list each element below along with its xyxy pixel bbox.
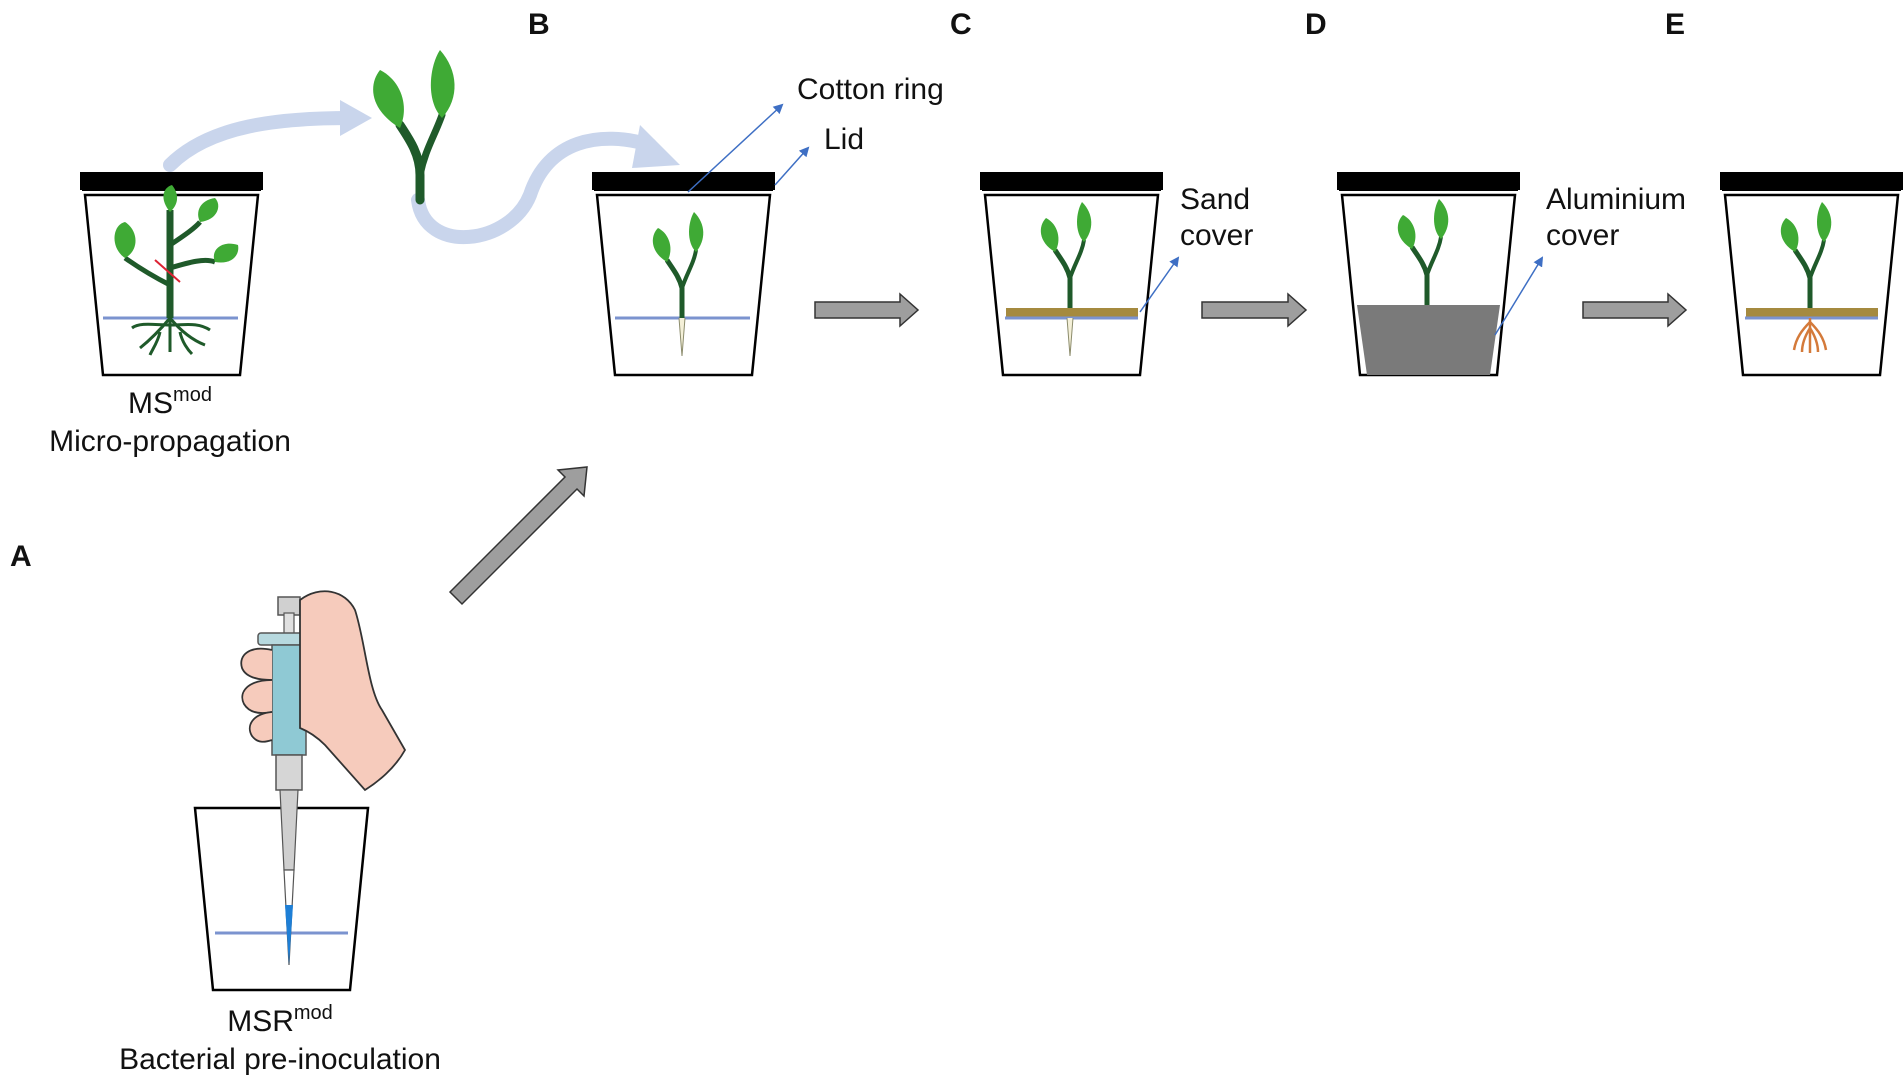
panel-label-c: C xyxy=(950,8,972,41)
preinoculation-label: Bacterial pre-inoculation xyxy=(119,1042,441,1076)
jar-e xyxy=(1720,172,1903,377)
jar-d xyxy=(1337,172,1544,377)
sand-cover-line1: Sand xyxy=(1180,183,1251,216)
cotton-ring-label: Cotton ring xyxy=(797,73,944,106)
micropropagation-jar xyxy=(80,172,263,377)
jar-b xyxy=(592,103,810,377)
transferred-plantlet-icon xyxy=(373,50,455,205)
msr-medium-sup: mod xyxy=(293,1002,333,1024)
preinoculation-caption: MSRmod Bacterial pre-inoculation xyxy=(95,1003,465,1078)
micropropagation-label: Micro-propagation xyxy=(49,424,291,458)
msr-medium-label: MSR xyxy=(227,1005,294,1038)
aluminium-cover-line1: Aluminium xyxy=(1546,183,1687,216)
panel-label-a: A xyxy=(10,540,32,573)
plantlet-icon xyxy=(1040,202,1092,357)
panel-label-e: E xyxy=(1665,8,1686,41)
plantlet-icon xyxy=(652,212,704,357)
hand-icon xyxy=(240,590,407,792)
panel-label-d: D xyxy=(1305,8,1327,41)
micropropagation-caption: MSmod Micro-propagation xyxy=(15,385,325,460)
sand-cover-label: Sand cover xyxy=(1180,182,1253,254)
process-arrow-c-d xyxy=(1201,292,1308,328)
aluminium-cover-line2: cover xyxy=(1546,219,1620,252)
ms-medium-label: MS xyxy=(128,387,174,420)
plantlet-icon xyxy=(1397,199,1449,305)
sand-cover-line2: cover xyxy=(1180,219,1254,252)
ms-medium-sup: mod xyxy=(173,384,212,406)
inoculation-beaker xyxy=(193,806,370,992)
process-arrow-b-c xyxy=(814,292,920,328)
process-arrow-a-b xyxy=(448,466,588,606)
jar-c xyxy=(980,172,1180,377)
lid-label: Lid xyxy=(824,123,865,156)
rooted-plantlet-icon xyxy=(1780,202,1832,353)
panel-label-b: B xyxy=(528,8,550,41)
transfer-arrow-2 xyxy=(411,125,680,244)
mother-plant-icon xyxy=(114,185,239,356)
transfer-arrow-1 xyxy=(163,100,372,172)
aluminium-cover-label: Aluminium cover xyxy=(1546,182,1686,254)
process-arrow-d-e xyxy=(1582,292,1688,328)
